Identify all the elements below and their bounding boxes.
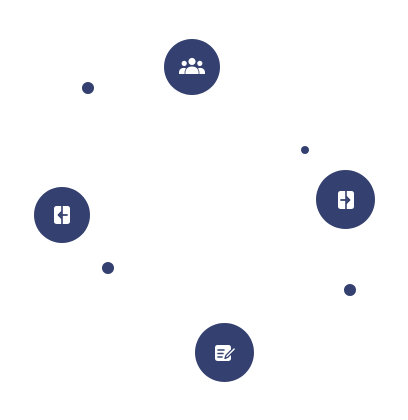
edit-node-button[interactable] xyxy=(195,323,254,382)
decorative-dot xyxy=(344,284,356,296)
import-node-button[interactable] xyxy=(316,170,375,229)
decorative-dot xyxy=(82,82,94,94)
team-node-button[interactable] xyxy=(164,39,220,95)
decorative-dot xyxy=(102,262,114,274)
edit-note-icon xyxy=(214,343,236,363)
sign-in-icon xyxy=(336,190,356,210)
users-icon xyxy=(178,56,206,78)
decorative-dot xyxy=(301,146,309,154)
export-node-button[interactable] xyxy=(34,187,90,243)
sign-out-icon xyxy=(52,205,72,225)
